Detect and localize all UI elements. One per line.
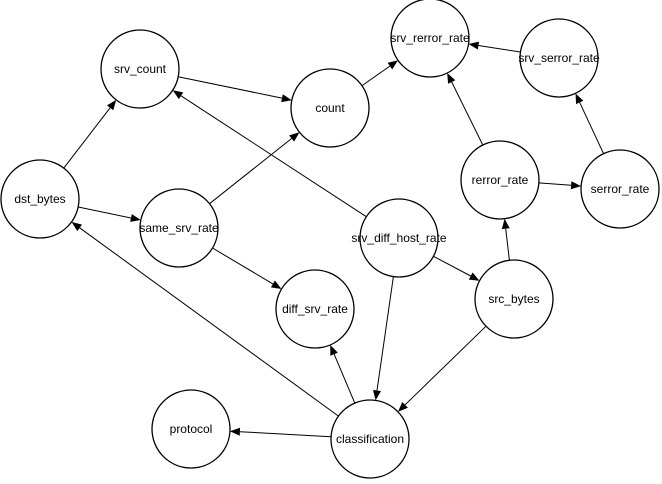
node-circle <box>151 389 231 469</box>
node-circle <box>139 188 219 268</box>
node-src_bytes: src_bytes <box>474 259 554 339</box>
arrowhead-icon <box>270 280 282 289</box>
arrowhead-icon <box>281 94 292 103</box>
edge-dst_bytes-to-same_srv_rate <box>78 206 141 222</box>
edge-line <box>209 138 292 205</box>
node-label: classification <box>336 432 404 446</box>
edge-srv_count-to-count <box>178 76 292 103</box>
node-label: src_bytes <box>488 292 539 306</box>
edge-serror_rate-to-srv_serror_rate <box>575 93 604 154</box>
node-circle <box>519 18 599 98</box>
node-srv_count: srv_count <box>100 29 180 109</box>
arrowhead-icon <box>468 272 480 281</box>
edge-line <box>212 247 274 285</box>
node-label: srv_rerror_rate <box>390 31 470 45</box>
edge-line <box>451 81 484 146</box>
arrowhead-icon <box>468 41 479 50</box>
node-label: srv_diff_host_rate <box>351 231 446 245</box>
arrowhead-icon <box>130 214 141 222</box>
node-label: srv_serror_rate <box>518 51 600 65</box>
node-srv_diff_host_rate: srv_diff_host_rate <box>351 198 447 278</box>
edge-classification-to-protocol <box>229 427 332 438</box>
node-circle <box>290 68 370 148</box>
arrowhead-icon <box>71 221 82 232</box>
node-label: count <box>315 101 345 115</box>
edge-dst_bytes-to-srv_count <box>63 99 117 169</box>
node-label: serror_rate <box>591 182 650 196</box>
node-diff_srv_rate: diff_srv_rate <box>275 269 355 349</box>
arrowhead-icon <box>289 132 300 142</box>
edge-line <box>404 325 487 406</box>
node-serror_rate: serror_rate <box>580 149 660 229</box>
edge-rerror_rate-to-serror_rate <box>538 181 582 190</box>
edge-line <box>361 65 391 87</box>
node-srv_serror_rate: srv_serror_rate <box>518 18 600 98</box>
node-circle <box>580 149 660 229</box>
edge-src_bytes-to-classification <box>398 325 487 412</box>
arrowhead-icon <box>570 181 582 190</box>
arrowhead-icon <box>447 73 456 84</box>
arrowhead-icon <box>172 90 184 100</box>
arrowhead-icon <box>398 402 408 412</box>
node-circle <box>474 259 554 339</box>
edge-srv_diff_host_rate-to-src_bytes <box>433 255 480 281</box>
edge-line <box>505 228 510 261</box>
node-circle <box>275 269 355 349</box>
node-circle <box>100 29 180 109</box>
edge-line <box>433 255 471 277</box>
edge-classification-to-diff_srv_rate <box>330 344 356 404</box>
node-srv_rerror_rate: srv_rerror_rate <box>390 0 470 78</box>
edge-line <box>63 107 111 169</box>
arrowhead-icon <box>107 99 117 111</box>
node-protocol: protocol <box>151 389 231 469</box>
node-label: srv_count <box>114 62 167 76</box>
arrowhead-icon <box>229 427 241 436</box>
arrowhead-icon <box>373 389 381 401</box>
edge-rerror_rate-to-srv_rerror_rate <box>447 73 484 146</box>
arrowhead-icon <box>387 60 398 70</box>
node-circle <box>359 198 439 278</box>
edge-line <box>376 276 394 391</box>
node-rerror_rate: rerror_rate <box>460 140 540 220</box>
node-label: rerror_rate <box>472 173 529 187</box>
edge-same_srv_rate-to-diff_srv_rate <box>212 247 282 289</box>
node-same_srv_rate: same_srv_rate <box>139 188 219 268</box>
edge-count-to-srv_rerror_rate <box>361 60 398 87</box>
node-circle <box>460 140 540 220</box>
node-label: protocol <box>170 422 213 436</box>
node-circle <box>390 0 470 78</box>
node-label: diff_srv_rate <box>282 302 348 316</box>
node-dst_bytes: dst_bytes <box>0 159 80 239</box>
arrowhead-icon <box>575 93 584 105</box>
node-circle <box>330 399 410 479</box>
edge-line <box>239 431 332 438</box>
edge-line <box>79 227 339 417</box>
edge-classification-to-dst_bytes <box>71 221 339 417</box>
edge-srv_serror_rate-to-srv_rerror_rate <box>468 41 521 53</box>
node-label: same_srv_rate <box>139 221 219 235</box>
edge-line <box>478 45 521 53</box>
edge-line <box>579 102 604 154</box>
edge-src_bytes-to-rerror_rate <box>501 218 510 261</box>
node-label: dst_bytes <box>14 192 65 206</box>
edge-same_srv_rate-to-count <box>209 132 300 205</box>
edge-line <box>333 353 356 404</box>
edge-line <box>180 95 367 218</box>
node-circle <box>0 159 80 239</box>
node-classification: classification <box>330 399 410 479</box>
node-count: count <box>290 68 370 148</box>
edge-srv_diff_host_rate-to-srv_count <box>172 90 367 218</box>
arrowhead-icon <box>330 344 338 356</box>
arrowhead-icon <box>501 218 510 230</box>
edge-line <box>538 182 572 186</box>
edge-line <box>178 76 283 99</box>
edges-layer <box>63 41 604 438</box>
edge-line <box>78 206 132 219</box>
edge-srv_diff_host_rate-to-classification <box>373 276 394 401</box>
